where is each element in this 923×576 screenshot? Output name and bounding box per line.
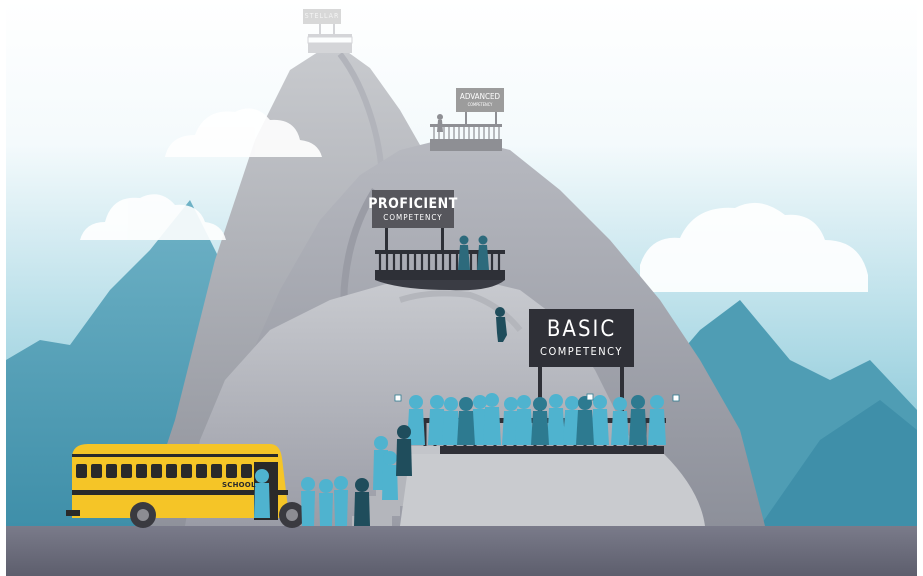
sign-basic-title: BASIC	[546, 317, 617, 342]
sign-basic-subtitle: COMPETENCY	[540, 345, 623, 358]
sign-stellar-title: STELLAR	[304, 12, 340, 20]
sign-proficient-subtitle: COMPETENCY	[383, 212, 443, 222]
bus-label: SCHOOL	[222, 481, 256, 489]
ground	[6, 526, 917, 576]
blue-hill-right	[760, 400, 917, 526]
sign-proficient: PROFICIENT COMPETENCY	[368, 190, 457, 228]
sign-advanced-title: ADVANCED	[459, 92, 501, 101]
sign-stellar: STELLAR	[303, 9, 341, 24]
school-bus	[66, 444, 305, 528]
sign-basic: BASIC COMPETENCY	[529, 309, 634, 367]
sign-proficient-title: PROFICIENT	[368, 195, 458, 212]
platform-base-slope	[400, 454, 705, 526]
figures-basic-platform	[394, 393, 680, 445]
figures-proficient	[458, 235, 489, 270]
mountain-trail-lower	[399, 290, 523, 332]
proficient-platform	[375, 228, 505, 291]
clouds	[80, 108, 868, 292]
figures-queue	[254, 425, 412, 526]
sign-advanced-subtitle: COMPETENCY	[467, 102, 493, 107]
climbing-figure	[495, 307, 507, 342]
sign-advanced: ADVANCED COMPETENCY	[456, 88, 504, 112]
stellar-platform	[307, 24, 353, 53]
advanced-platform	[430, 110, 502, 151]
